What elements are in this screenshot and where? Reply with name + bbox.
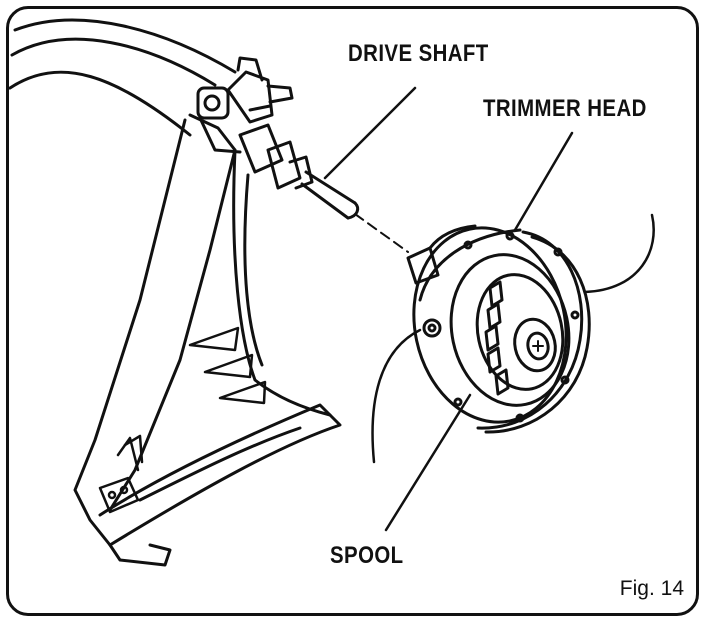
trimmer-head-leader: [513, 131, 574, 232]
figure-frame: [6, 6, 699, 616]
figure-caption: Fig. 14: [619, 577, 684, 600]
drive-shaft-label: DRIVE SHAFT: [348, 40, 489, 67]
drive-shaft: [238, 86, 417, 220]
spool-leader: [384, 393, 472, 532]
handle-arm: [8, 18, 237, 137]
trimmer-head-label: TRIMMER HEAD: [483, 95, 647, 122]
alignment-line: [354, 213, 409, 253]
lower-bracket: [98, 434, 144, 514]
trimmer-lines: [371, 213, 655, 464]
guard-teeth: [188, 326, 267, 405]
mount-bracket: [196, 56, 294, 154]
trimmer-head: [406, 224, 591, 434]
spool-label: SPOOL: [330, 542, 404, 569]
guard-plate: [73, 113, 342, 567]
